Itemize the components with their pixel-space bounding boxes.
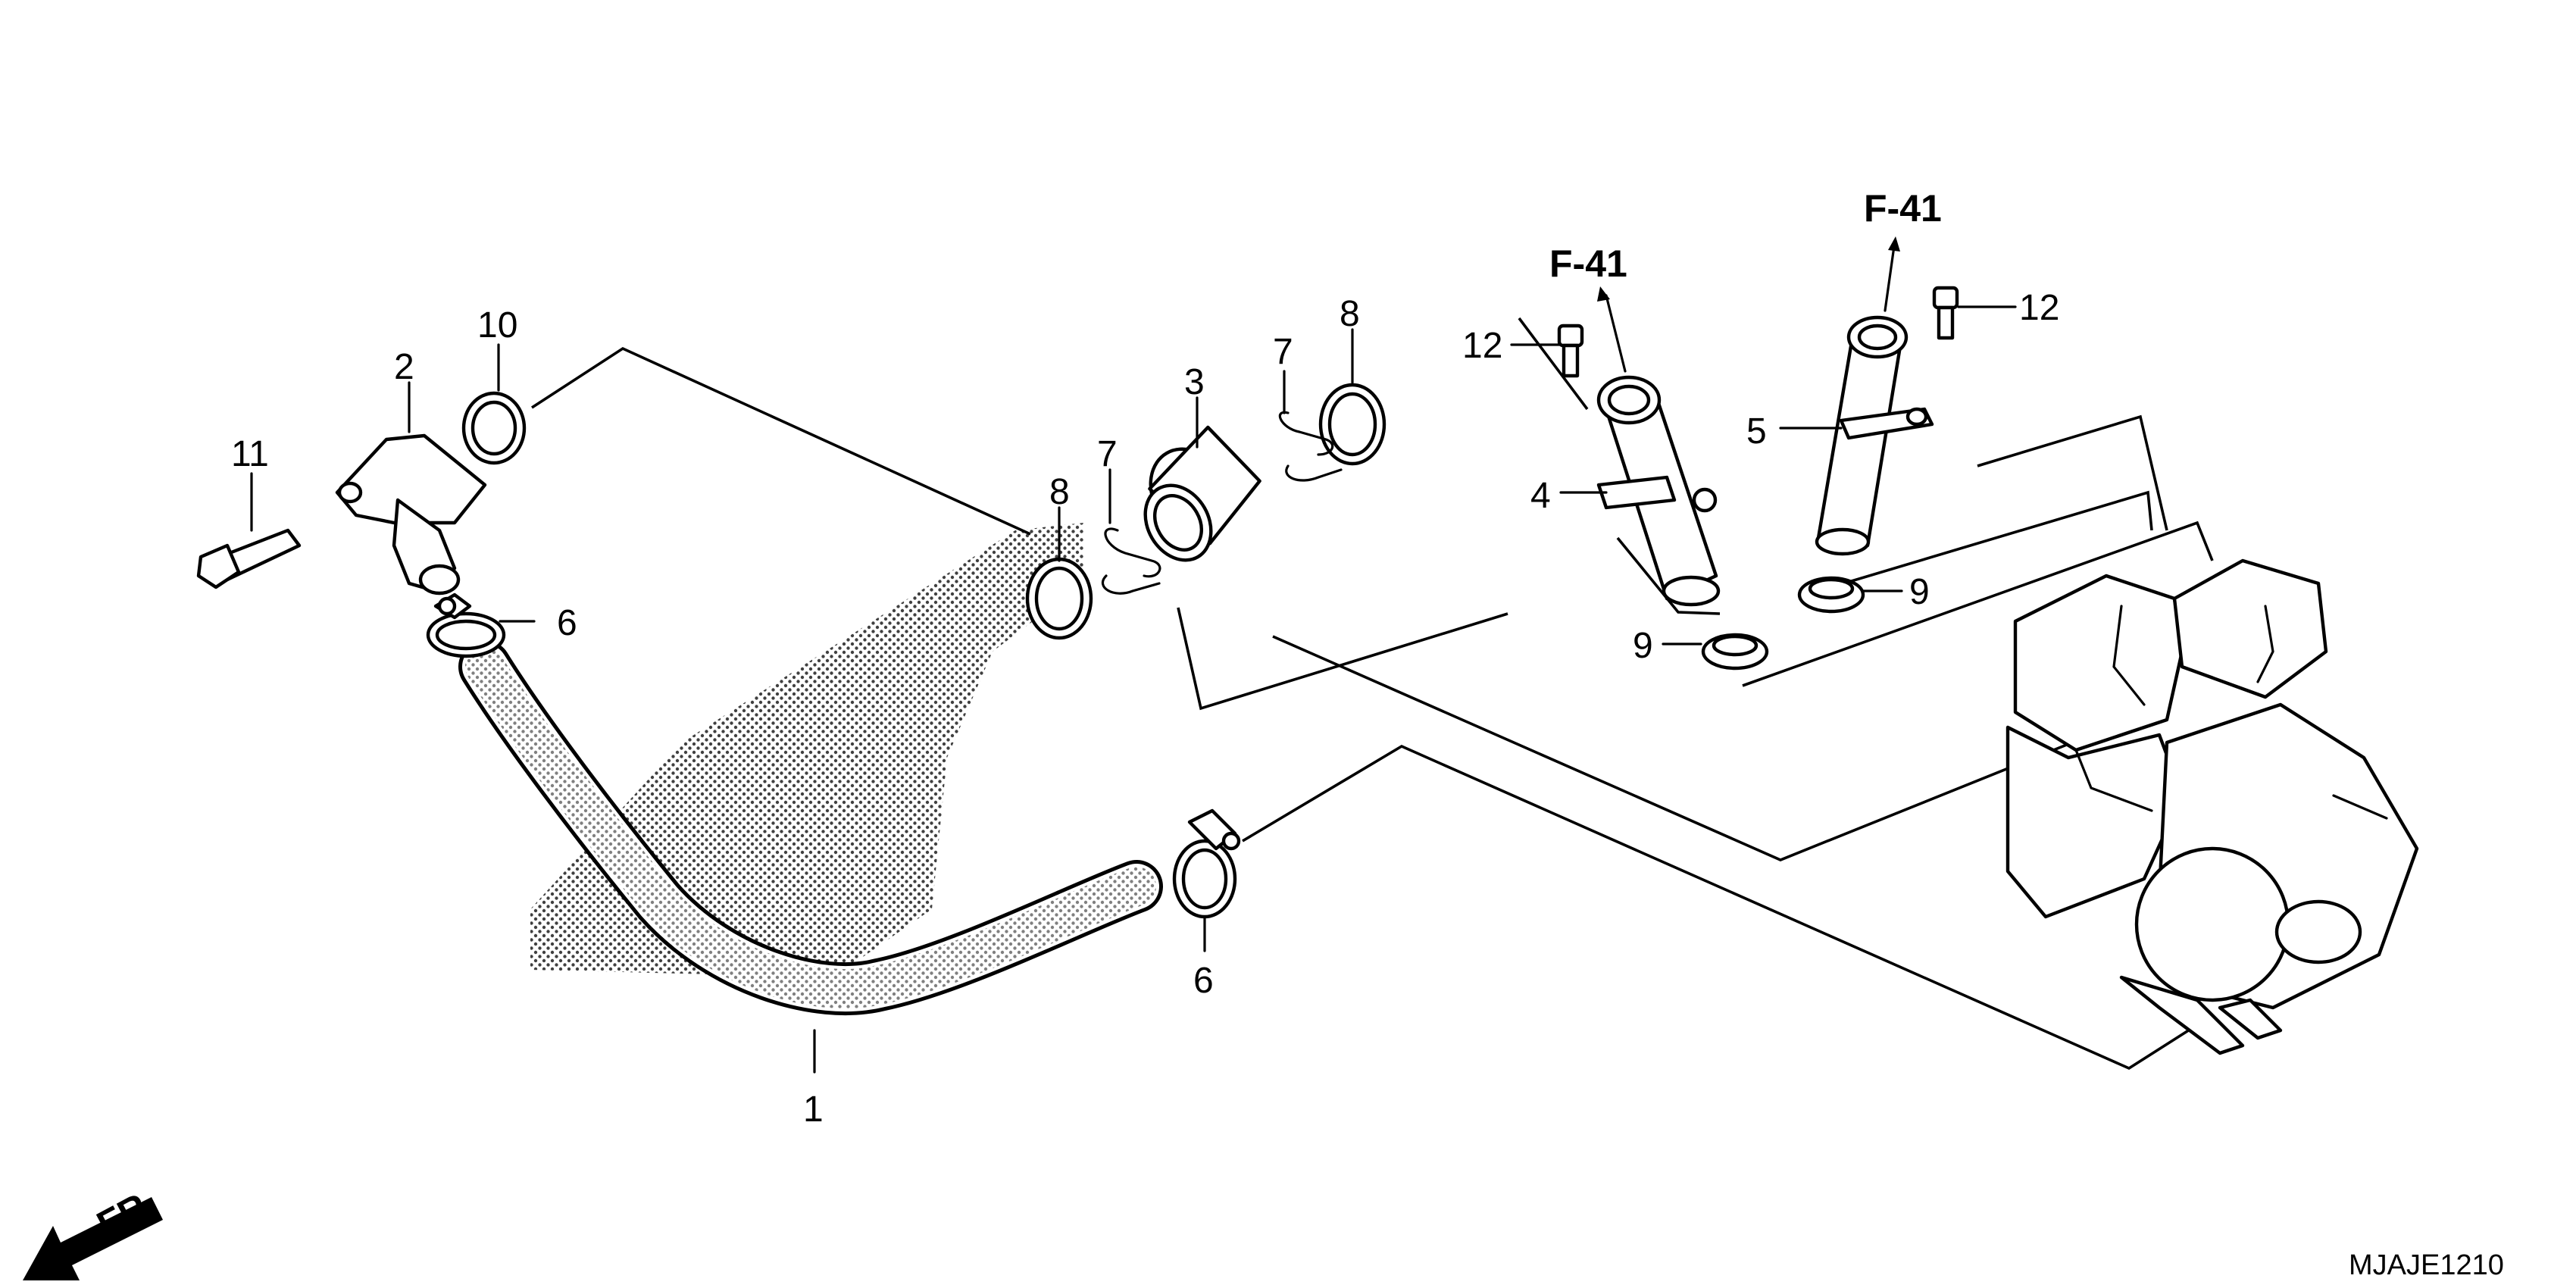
callout-7a: 7: [1097, 434, 1118, 474]
callout-12b: 12: [2019, 288, 2059, 328]
o-ring-left-inner: [1034, 566, 1084, 631]
o-ring-right-inner: [1327, 392, 1377, 457]
callout-9a: 9: [1633, 626, 1653, 666]
water-hose: [458, 640, 1163, 1016]
callout-10: 10: [477, 305, 517, 345]
leader-lines: [250, 305, 2017, 1074]
front-arrow-icon: [23, 1197, 163, 1280]
reference-f41-left: F-41: [1549, 242, 1627, 285]
guide-lines: [531, 317, 2214, 1071]
water-elbow: [335, 433, 487, 596]
callout-11: 11: [231, 434, 269, 474]
callout-7b: 7: [1273, 332, 1293, 372]
reference-arrows: [1597, 236, 1900, 373]
callout-3: 3: [1184, 362, 1205, 402]
hose-clamp-bottom: [1172, 808, 1241, 919]
shading-area: [530, 523, 1083, 977]
clip-right: [1278, 411, 1343, 482]
callout-1: 1: [803, 1089, 824, 1130]
bolt-12-left: [1557, 324, 1584, 378]
callout-5: 5: [1746, 411, 1767, 452]
callout-9b: 9: [1909, 572, 1930, 612]
reference-f41-right: F-41: [1864, 187, 1942, 230]
water-pipe-5: [1815, 315, 1934, 556]
bolt-11: [196, 528, 302, 589]
seal-9-left: [1701, 633, 1769, 671]
callout-6b: 6: [1193, 961, 1214, 1001]
engine-outline: [2005, 558, 2419, 1055]
callout-4: 4: [1530, 476, 1551, 516]
callout-8a: 8: [1049, 472, 1070, 512]
water-pipe-4: [1596, 375, 1721, 607]
seal-9-right: [1797, 576, 1865, 614]
clip-left: [1101, 527, 1161, 595]
callout-8b: 8: [1340, 294, 1360, 334]
callout-6a: 6: [557, 603, 577, 643]
callout-12a: 12: [1462, 326, 1502, 366]
connector-tube: [1143, 425, 1261, 562]
bolt-12-right: [1932, 286, 1959, 340]
hose-clamp-top: [426, 592, 506, 658]
o-ring-10-inner: [470, 400, 517, 456]
diagram-code: MJAJE1210: [2349, 1249, 2504, 1281]
callout-2: 2: [394, 347, 414, 387]
